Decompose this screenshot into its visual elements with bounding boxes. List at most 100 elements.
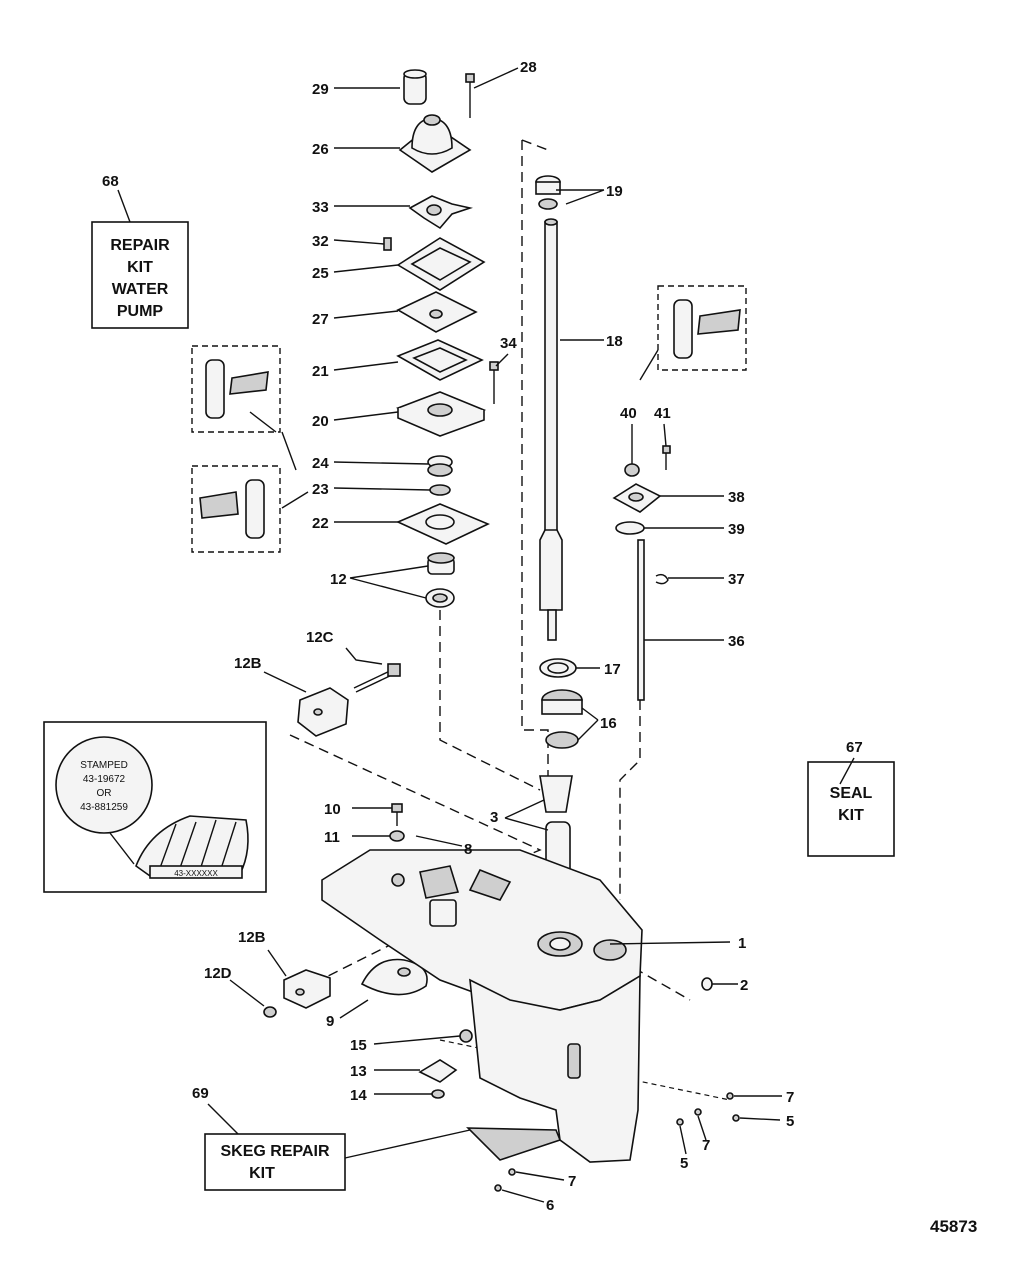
part-17-ring: [539, 658, 577, 678]
kit-line: KIT: [127, 259, 153, 276]
part-29-sleeve: [403, 69, 427, 105]
stamp-line: 43-881259: [80, 802, 128, 813]
part-39-o-ring: [615, 521, 645, 535]
part-40-bushing: [624, 463, 640, 477]
part-9-trim-tab: [360, 958, 428, 996]
part-11-washer: [389, 830, 405, 842]
callout-7: 7: [702, 1137, 710, 1154]
callout-38: 38: [728, 489, 745, 506]
figure-number: 45873: [930, 1217, 977, 1236]
part-36-shift-shaft: [637, 539, 645, 701]
callout-10: 10: [324, 801, 341, 818]
callout-18: 18: [606, 333, 623, 350]
stamp-line: OR: [97, 788, 112, 799]
callout-68: 68: [102, 173, 119, 190]
part-13-plug: [418, 1059, 458, 1083]
kit-line: KIT: [838, 807, 864, 824]
kit-line: PUMP: [117, 303, 164, 320]
callout-12b-upper: 12B: [234, 655, 262, 672]
callout-27: 27: [312, 311, 329, 328]
gear-marking: 43-XXXXXX: [174, 869, 218, 878]
callout-39: 39: [728, 521, 745, 538]
part-1-gear-housing: [321, 849, 643, 1163]
part-37-clip: [655, 573, 669, 585]
callout-11: 11: [324, 829, 340, 846]
seal-kit-box: SEAL KIT: [807, 761, 895, 857]
callout-16: 16: [600, 715, 617, 732]
kit-line: WATER: [112, 281, 169, 298]
callout-24: 24: [312, 455, 329, 472]
part-16-bearing: [541, 689, 583, 749]
callout-28: 28: [520, 59, 537, 76]
part-25-gasket: [396, 237, 486, 291]
callout-32: 32: [312, 233, 329, 250]
callout-40: 40: [620, 405, 637, 422]
callout-26: 26: [312, 141, 329, 158]
part-12c-screw: [353, 663, 401, 693]
callout-12b-lower: 12B: [238, 929, 266, 946]
stamp-line: 43-19672: [83, 774, 126, 785]
part-12b-anode-lower: [283, 969, 331, 1009]
part-12-bearing-seals: [425, 552, 455, 608]
lubricant-detail-box-lower-left: [191, 465, 281, 553]
callout-9: 9: [326, 1013, 334, 1030]
callout-1: 1: [738, 935, 746, 952]
kit-line: REPAIR: [110, 237, 170, 254]
callout-21: 21: [312, 363, 329, 380]
callout-6: 6: [546, 1197, 554, 1214]
callout-12c: 12C: [306, 629, 334, 646]
callout-3: 3: [490, 809, 498, 826]
part-18-driveshaft: [539, 218, 563, 641]
leader-lines: [117, 67, 855, 1203]
callout-37: 37: [728, 571, 745, 588]
callout-14: 14: [350, 1087, 367, 1104]
part-34-screw: [489, 361, 499, 404]
lubricant-detail-box-right: [657, 285, 747, 371]
part-15-plug: [459, 1029, 473, 1043]
part-27-plate: [396, 291, 478, 333]
callout-7: 7: [786, 1089, 794, 1106]
callout-12: 12: [330, 571, 347, 588]
callout-13: 13: [350, 1063, 367, 1080]
stamp-line: STAMPED: [80, 760, 128, 771]
callout-20: 20: [312, 413, 329, 430]
skeg-repair-kit-box: SKEG REPAIR KIT: [204, 1133, 346, 1191]
kit-line: KIT: [249, 1165, 275, 1182]
callout-33: 33: [312, 199, 329, 216]
part-32-key: [383, 237, 392, 251]
part-22-gasket: [396, 503, 490, 545]
water-pump-repair-kit-box: REPAIR KIT WATER PUMP: [91, 221, 189, 329]
part-20-pump-base: [395, 391, 487, 437]
callout-25: 25: [312, 265, 329, 282]
part-5-7-6-fasteners: [494, 1092, 740, 1192]
callout-23: 23: [312, 481, 329, 498]
callout-2: 2: [740, 977, 748, 994]
callout-29: 29: [312, 81, 329, 98]
part-33-impeller: [408, 195, 473, 230]
part-2-plug: [701, 977, 713, 991]
lubricant-detail-box-upper-left: [191, 345, 281, 433]
stamped-gear-inset: STAMPED 43-19672 OR 43-881259 43-XXXXXX: [43, 721, 267, 893]
part-19-bearing: [535, 175, 561, 210]
kit-line: SEAL: [830, 785, 873, 802]
callout-67: 67: [846, 739, 863, 756]
callout-5: 5: [786, 1113, 794, 1130]
callout-36: 36: [728, 633, 745, 650]
part-28-screw: [465, 73, 475, 118]
callout-34: 34: [500, 335, 517, 352]
callout-22: 22: [312, 515, 329, 532]
callout-12d: 12D: [204, 965, 232, 982]
kit-line: SKEG REPAIR: [220, 1143, 330, 1160]
callout-8: 8: [464, 841, 472, 858]
callout-19: 19: [606, 183, 623, 200]
callout-7: 7: [568, 1173, 576, 1190]
part-41-screw: [662, 445, 671, 470]
part-38-bushing: [612, 483, 662, 513]
callout-15: 15: [350, 1037, 367, 1054]
part-26-pump-housing: [398, 114, 472, 173]
callout-69: 69: [192, 1085, 209, 1102]
part-23-seal: [429, 484, 451, 496]
part-14-washer: [431, 1089, 445, 1099]
callout-41: 41: [654, 405, 671, 422]
